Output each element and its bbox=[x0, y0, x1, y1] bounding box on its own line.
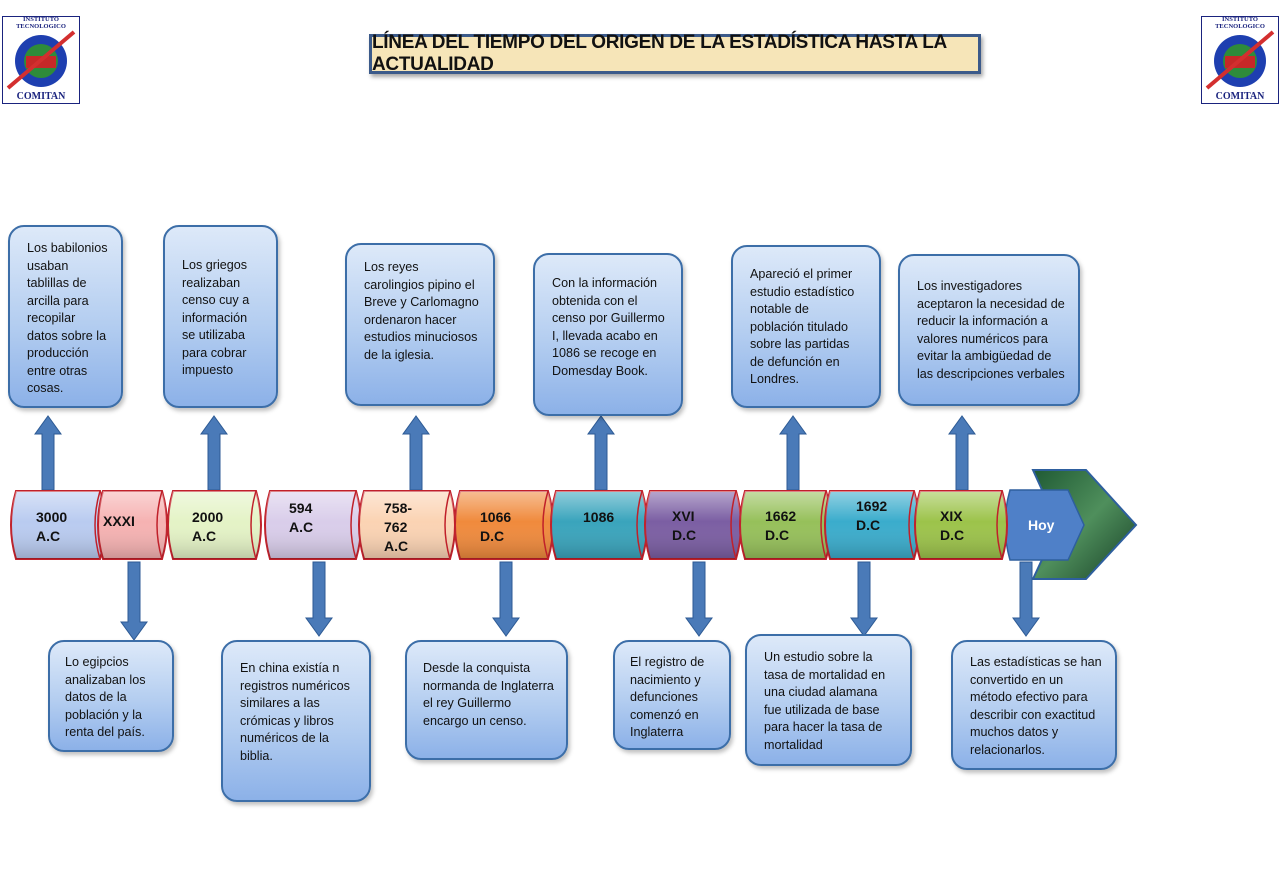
logo-top-text: INSTITUTO TECNOLOGICO bbox=[1215, 16, 1265, 30]
down-arrow-5 bbox=[850, 561, 878, 637]
up-arrow-2 bbox=[200, 415, 228, 491]
period-label-11: XIX D.C bbox=[940, 508, 965, 543]
period-label-9: 1662 D.C bbox=[765, 508, 797, 543]
period-label-10: 1692 D.C bbox=[856, 498, 888, 533]
event-card-bottom-4: El registro de nacimiento y defunciones … bbox=[613, 640, 731, 750]
period-label-8: XVI D.C bbox=[672, 508, 697, 543]
institute-logo-right: INSTITUTO TECNOLOGICO COMITAN bbox=[1201, 16, 1279, 104]
period-label-2: XXXI bbox=[103, 513, 135, 529]
event-card-top-6: Los investigadores aceptaron la necesida… bbox=[898, 254, 1080, 406]
timeline-segment-7 bbox=[550, 490, 648, 560]
event-card-top-5: Apareció el primer estudio estadístico n… bbox=[731, 245, 881, 408]
timeline-segment-8 bbox=[644, 490, 742, 560]
down-arrow-6 bbox=[1012, 561, 1040, 637]
gear-icon bbox=[2, 16, 80, 104]
page-title: LÍNEA DEL TIEMPO DEL ORIGEN DE LA ESTADÍ… bbox=[369, 32, 981, 75]
timeline-segment-9 bbox=[739, 490, 832, 560]
up-arrow-4 bbox=[587, 415, 615, 491]
down-arrow-1 bbox=[120, 561, 148, 641]
period-label-4: 594 A.C bbox=[289, 500, 314, 535]
logo-bottom-text: COMITAN bbox=[1215, 91, 1265, 102]
up-arrow-3 bbox=[402, 415, 430, 491]
timeline-segment-5 bbox=[358, 490, 456, 560]
up-arrow-1 bbox=[34, 415, 62, 491]
down-arrow-3 bbox=[492, 561, 520, 637]
event-card-top-4: Con la información obtenida con el censo… bbox=[533, 253, 683, 416]
event-card-bottom-3: Desde la conquista normanda de Inglaterr… bbox=[405, 640, 568, 760]
event-card-bottom-5: Un estudio sobre la tasa de mortalidad e… bbox=[745, 634, 912, 766]
timeline-segment-11 bbox=[914, 490, 1008, 560]
up-arrow-6 bbox=[948, 415, 976, 491]
period-label-6: 1066 D.C bbox=[480, 509, 512, 544]
event-card-bottom-6: Las estadísticas se han convertido en un… bbox=[951, 640, 1117, 770]
down-arrow-2 bbox=[305, 561, 333, 637]
event-card-top-2: Los griegos realizaban censo cuy a infor… bbox=[163, 225, 278, 408]
timeline-segment-6 bbox=[454, 490, 554, 560]
event-card-top-3: Los reyes carolingios pipino el Breve y … bbox=[345, 243, 495, 406]
period-label-12: Hoy bbox=[1028, 517, 1055, 533]
logo-top-text: INSTITUTO TECNOLOGICO bbox=[16, 16, 66, 30]
event-card-bottom-2: En china existía n registros numéricos s… bbox=[221, 640, 371, 802]
timeline-segment-10 bbox=[824, 490, 920, 560]
gear-icon bbox=[1201, 16, 1279, 104]
down-arrow-4 bbox=[685, 561, 713, 637]
period-label-7: 1086 bbox=[583, 509, 615, 525]
institute-logo-left: INSTITUTO TECNOLOGICO COMITAN bbox=[2, 16, 80, 104]
timeline-segment-4 bbox=[264, 490, 362, 560]
timeline-segment-1 bbox=[10, 490, 106, 560]
period-label-1: 3000 A.C bbox=[36, 509, 68, 544]
event-card-bottom-1: Lo egipcios analizaban los datos de la p… bbox=[48, 640, 174, 752]
logo-bottom-text: COMITAN bbox=[16, 91, 66, 102]
timeline-segment-3 bbox=[167, 490, 262, 560]
period-label-3: 2000 A.C bbox=[192, 509, 224, 544]
event-card-top-1: Los babilonios usaban tablillas de arcil… bbox=[8, 225, 123, 408]
up-arrow-5 bbox=[779, 415, 807, 491]
timeline-segment-2 bbox=[97, 490, 168, 560]
period-label-5: 758- 762 A.C bbox=[384, 500, 413, 554]
